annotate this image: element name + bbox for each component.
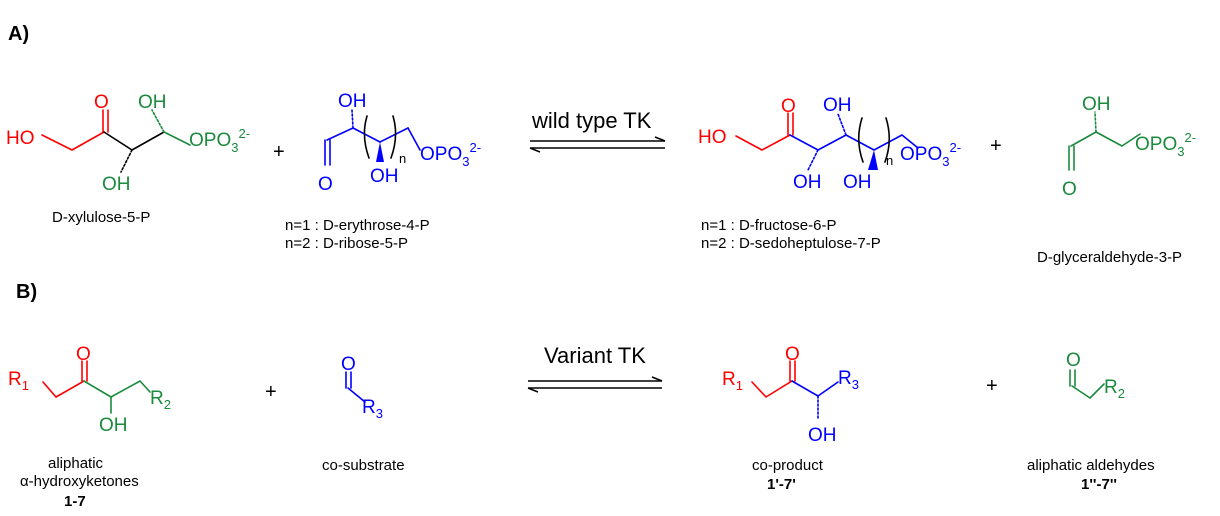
molecule-xylulose-5-p: HO O OH OH OPO32- D-xylulose-5-P — [6, 92, 250, 226]
plus-a1: + — [273, 141, 285, 163]
xylulose-phosphate-label: OPO32- — [189, 126, 250, 155]
plus-a2: + — [990, 135, 1002, 157]
cosubstrate-o-label: O — [341, 354, 356, 375]
plus-b1: + — [265, 381, 277, 403]
coproduct-r3-label: R3 — [838, 368, 859, 392]
coproduct-name: co-product — [752, 457, 824, 474]
aldehyde-o-label: O — [1066, 350, 1081, 371]
ketone-oh-label: OH — [99, 415, 128, 436]
xylulose-name: D-xylulose-5-P — [52, 209, 150, 226]
cosubstrate-r3-label: R3 — [362, 397, 383, 421]
aldehyde-r2-label: R2 — [1104, 377, 1125, 401]
acceptor-oh-top-label: OH — [338, 91, 367, 112]
g3p-oh-label: OH — [1082, 94, 1111, 115]
ketone-r1-label: R1 — [8, 369, 29, 393]
equilibrium-arrows-b: Variant TK — [527, 343, 663, 393]
product-oh-top-label: OH — [823, 95, 852, 116]
xylulose-oh-top-label: OH — [138, 92, 167, 113]
molecule-hydroxyketone: R1 O OH R2 aliphatic α-hydroxyketones 1-… — [8, 344, 171, 510]
molecule-glyceraldehyde-3-p: OH O OPO32- D-glyceraldehyde-3-P — [1037, 94, 1196, 266]
ketone-name-2: α-hydroxyketones — [20, 473, 139, 490]
molecule-acceptor-aldose: OH O OH n OPO32- n=1 : D-erythrose-4-P n… — [285, 91, 481, 252]
acceptor-name-1: n=1 : D-erythrose-4-P — [285, 217, 430, 234]
coproduct-oh-label: OH — [808, 425, 837, 446]
aldehyde-name: aliphatic aldehydes — [1027, 457, 1155, 474]
coproduct-r1-label: R1 — [722, 369, 743, 393]
xylulose-oh-bottom-label: OH — [102, 174, 131, 195]
product-phosphate-label: OPO32- — [900, 140, 961, 169]
ketone-r2-label: R2 — [150, 388, 171, 412]
equilibrium-arrows-a: wild type TK — [529, 108, 666, 153]
acceptor-name-2: n=2 : D-ribose-5-P — [285, 235, 408, 252]
molecule-ketose-product: HO O OH OH OH n OPO32- n=1 : D-fructose-… — [698, 95, 961, 252]
arrow-label-wild-type: wild type TK — [531, 108, 652, 133]
ketone-o-label: O — [76, 344, 91, 365]
ketone-name-1: aliphatic — [48, 455, 104, 472]
product-oh-bottom-label-2: OH — [843, 172, 872, 193]
product-name-1: n=1 : D-fructose-6-P — [701, 217, 836, 234]
product-n-label: n — [886, 153, 893, 168]
g3p-phosphate-label: OPO32- — [1135, 130, 1196, 159]
acceptor-o-label: O — [318, 174, 333, 195]
section-b-heading: B) — [16, 281, 37, 303]
product-name-2: n=2 : D-sedoheptulose-7-P — [701, 235, 881, 252]
acceptor-phosphate-label: OPO32- — [420, 140, 481, 169]
arrow-label-variant: Variant TK — [544, 343, 646, 368]
xylulose-o-label: O — [94, 92, 109, 113]
aldehyde-code: 1''-7'' — [1081, 476, 1117, 493]
ketone-code: 1-7 — [64, 493, 86, 510]
product-o-label: O — [781, 96, 796, 117]
acceptor-n-label: n — [399, 151, 406, 166]
molecule-aliphatic-aldehyde: O R2 aliphatic aldehydes 1''-7'' — [1027, 350, 1155, 493]
g3p-name: D-glyceraldehyde-3-P — [1037, 249, 1182, 266]
molecule-cosubstrate: O R3 co-substrate — [322, 354, 405, 474]
xylulose-ho-label: HO — [6, 128, 35, 149]
coproduct-code: 1'-7' — [767, 476, 796, 493]
product-ho-label: HO — [698, 127, 727, 148]
section-a-heading: A) — [8, 23, 29, 45]
plus-b2: + — [986, 375, 998, 397]
product-oh-bottom-label-1: OH — [793, 172, 822, 193]
cosubstrate-name: co-substrate — [322, 457, 405, 474]
g3p-o-label: O — [1062, 179, 1077, 200]
coproduct-o-label: O — [785, 344, 800, 365]
acceptor-oh-bottom-label: OH — [370, 166, 399, 187]
molecule-coproduct: R1 O R3 OH co-product 1'-7' — [722, 344, 859, 493]
